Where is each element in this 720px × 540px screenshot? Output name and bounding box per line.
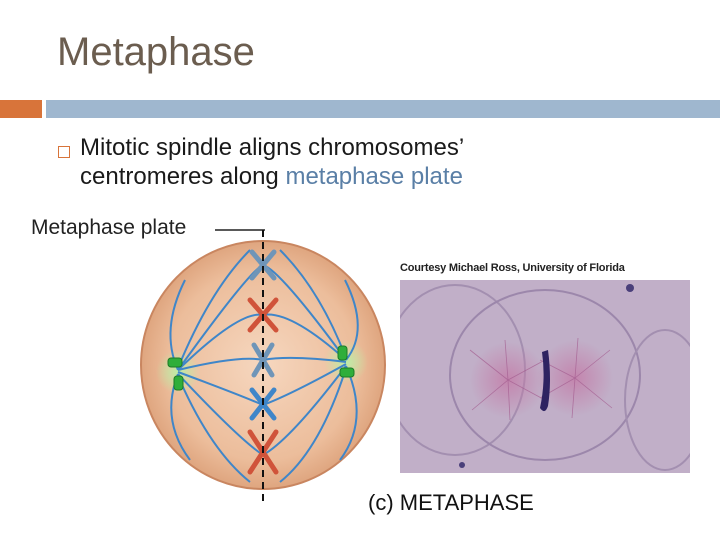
metaphase-plate-label: Metaphase plate	[31, 216, 187, 239]
micrograph-caption: (c) METAPHASE	[368, 490, 534, 515]
photo-credit: Courtesy Michael Ross, University of Flo…	[400, 262, 625, 274]
bullet-line-1: Mitotic spindle aligns chromosomes’	[80, 134, 465, 161]
neighbor-cell-right	[624, 329, 690, 471]
dividing-cell-outline	[449, 289, 641, 461]
left-centrioles	[167, 357, 184, 391]
slide-title: Metaphase	[57, 30, 255, 74]
title-underline-accent-orange	[0, 100, 42, 118]
bullet-text: Mitotic spindle aligns chromosomes’ cent…	[80, 133, 700, 191]
metaphase-plate-highlight: metaphase plate	[285, 163, 463, 190]
title-underline-accent-blue	[46, 100, 720, 118]
hollow-square-bullet-icon	[58, 146, 70, 158]
spindle-fibers	[169, 249, 359, 483]
metaphase-chromosomes-band	[540, 350, 550, 412]
right-centrioles	[337, 345, 355, 378]
metaphase-micrograph	[400, 280, 690, 473]
bullet-line-2-prefix: centromeres along	[80, 163, 286, 190]
aster-rays	[469, 337, 613, 421]
metaphase-cell-diagram	[140, 229, 386, 502]
